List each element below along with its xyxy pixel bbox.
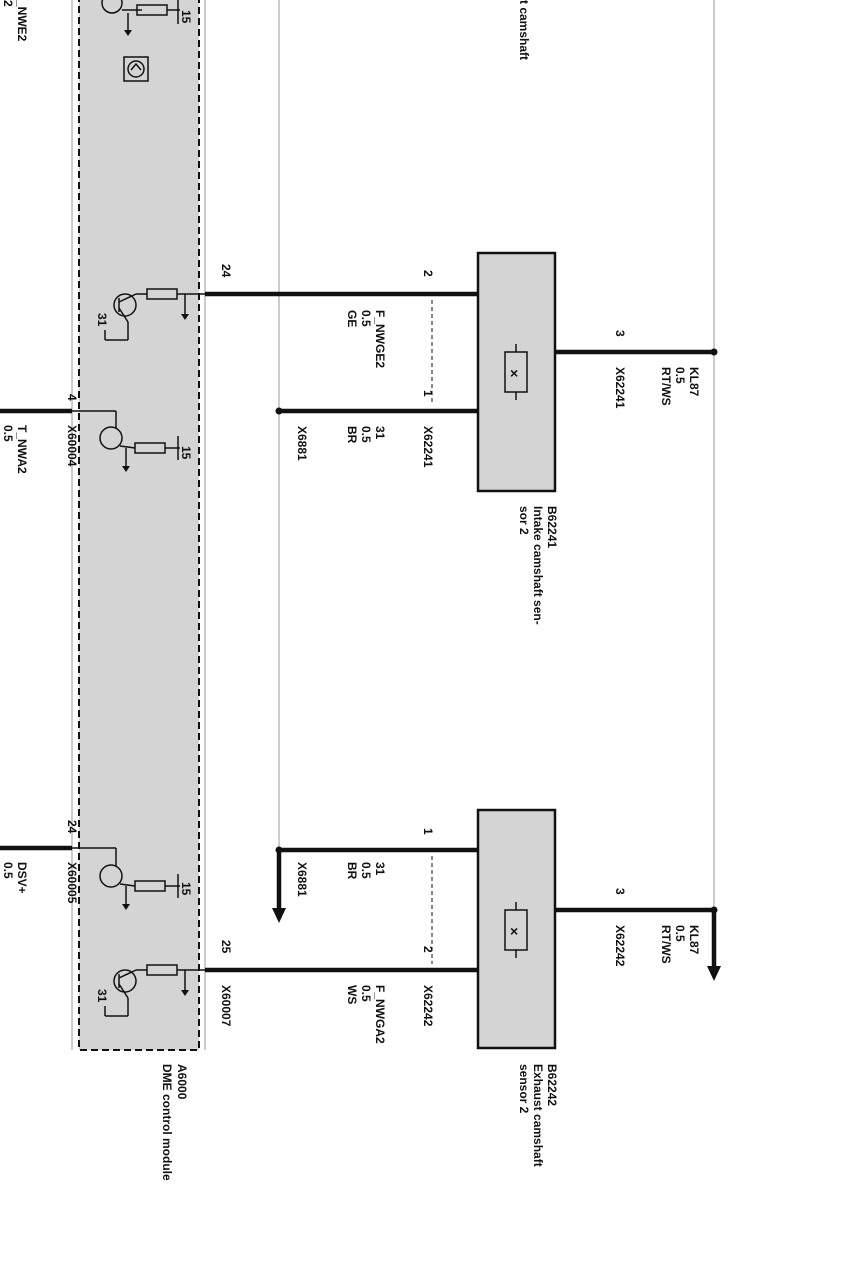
ground-arrow-icon xyxy=(272,908,286,923)
sensor1-symbol: × xyxy=(510,365,518,381)
sensor1-sig-name: F_NWGE2 xyxy=(373,310,387,368)
sensor1-pin3: 3 xyxy=(613,330,627,337)
sensor1-gnd-color: BR xyxy=(345,426,359,444)
connector-x62241-b: X62241 xyxy=(613,367,627,409)
sensor2-sig-name: F_NWGA2 xyxy=(373,985,387,1044)
sensor1-pwr-size: 0.5 xyxy=(673,367,687,384)
transistor-top xyxy=(101,0,180,36)
sensor2-sig-color: WS xyxy=(345,985,359,1004)
transistor-t-nwa2 xyxy=(72,410,180,472)
connector-x60004: X60004 xyxy=(65,425,79,467)
pin15-label-bottom: 15 xyxy=(179,882,193,896)
supply-arrow-icon xyxy=(707,966,721,981)
pin15-label-mid: 15 xyxy=(179,446,193,460)
sensor1-sig-size: 0.5 xyxy=(359,310,373,327)
pin-24b-label: 24 xyxy=(65,820,79,834)
junction-x6881-top xyxy=(275,407,283,415)
connector-x62242-b: X62242 xyxy=(613,925,627,967)
sensor2-name-2: sensor 2 xyxy=(517,1064,531,1114)
pin15-label-top: 15 xyxy=(179,10,193,24)
junction-kl87-top xyxy=(710,348,718,356)
top-left-signal: _NWE2 xyxy=(15,0,29,42)
transistor-intake xyxy=(104,288,205,341)
connector-x60005: X60005 xyxy=(65,862,79,904)
sensor1-pwr-name: KL87 xyxy=(687,367,701,397)
transistor-dsv xyxy=(72,847,180,910)
module-id: A6000 xyxy=(175,1064,189,1100)
sensor1-gnd-name: 31 xyxy=(373,426,387,440)
connector-x62242-a: X62242 xyxy=(421,985,435,1027)
module-name: DME control module xyxy=(160,1064,174,1181)
pin31-label-intake: 31 xyxy=(95,313,109,327)
sensor1-name-1: Intake camshaft sen- xyxy=(531,506,545,625)
connector-x60007: X60007 xyxy=(219,985,233,1027)
pin-4-label: 4 xyxy=(65,394,79,401)
sensor2-pwr-color: RT/WS xyxy=(659,925,673,964)
transistor-exhaust xyxy=(104,964,205,1017)
sensor2-gnd-size: 0.5 xyxy=(359,862,373,879)
sensor2-symbol: × xyxy=(510,923,518,939)
signal-t-nwa2: T_NWA2 xyxy=(15,425,29,474)
sensor1-sig-color: GE xyxy=(345,310,359,327)
sensor2-pwr-name: KL87 xyxy=(687,925,701,955)
pin-24a-label: 24 xyxy=(219,264,233,278)
connector-x6881-a: X6881 xyxy=(295,426,309,461)
meter-icon xyxy=(123,56,149,82)
connector-x62241-a: X62241 xyxy=(421,426,435,468)
signal-dsv-sub: 0.5 xyxy=(1,862,15,879)
sensor1-box xyxy=(476,251,557,493)
sensor2-gnd-name: 31 xyxy=(373,862,387,876)
sensor2-box xyxy=(476,808,557,1050)
dme-module-box xyxy=(78,0,200,1051)
hall-sensor-icon: × xyxy=(504,344,528,400)
sensor2-gnd-color: BR xyxy=(345,862,359,880)
hall-sensor-icon-2: × xyxy=(504,902,528,958)
connector-x6881-b: X6881 xyxy=(295,862,309,897)
sensor2-sig-size: 0.5 xyxy=(359,985,373,1002)
signal-dsv: DSV+ xyxy=(15,862,29,894)
sensor2-pin3: 3 xyxy=(613,888,627,895)
sensor2-pin2: 2 xyxy=(421,946,435,953)
sensor2-name-1: Exhaust camshaft xyxy=(531,1064,545,1167)
top-right-label: t camshaft xyxy=(517,0,531,60)
pin31-label-exhaust: 31 xyxy=(95,989,109,1003)
sensor1-name-2: sor 2 xyxy=(517,506,531,535)
pin-25-label: 25 xyxy=(219,940,233,954)
sensor1-id: B62241 xyxy=(545,506,559,548)
sensor1-pin1: 1 xyxy=(421,390,435,397)
sensor2-pwr-size: 0.5 xyxy=(673,925,687,942)
signal-t-nwa2-sub: 0.5 xyxy=(1,425,15,442)
sensor2-pin1: 1 xyxy=(421,828,435,835)
sensor1-pin2: 2 xyxy=(421,270,435,277)
sensor1-gnd-size: 0.5 xyxy=(359,426,373,443)
sensor1-pwr-color: RT/WS xyxy=(659,367,673,406)
sensor2-id: B62242 xyxy=(545,1064,559,1106)
top-left-sub: 2 xyxy=(1,0,15,7)
